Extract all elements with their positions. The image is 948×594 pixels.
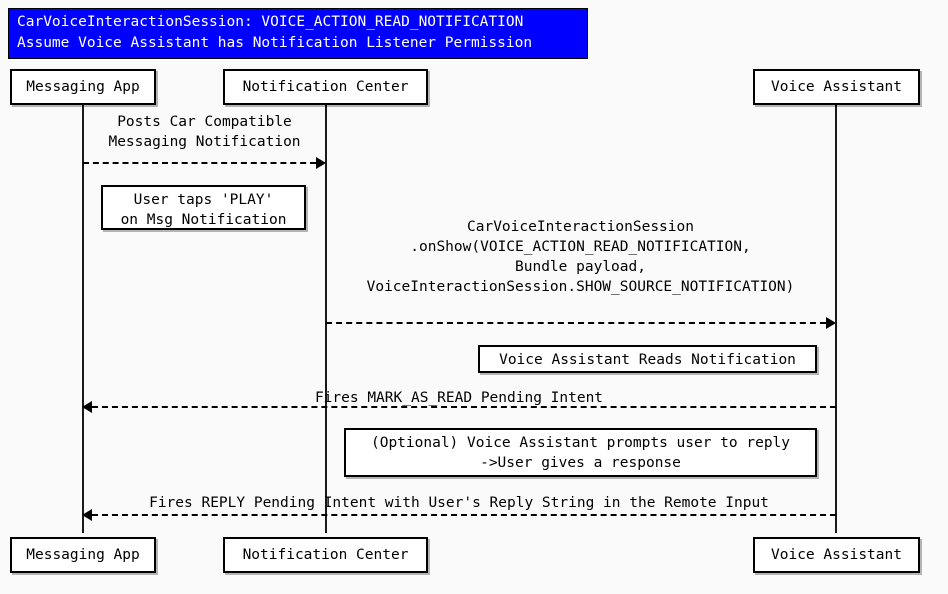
participant-notification-center-top[interactable]: Notification Center [223,69,428,105]
message-label-posts-notification: Posts Car Compatible Messaging Notificat… [108,114,301,150]
participant-messaging-app-top[interactable]: Messaging App [10,69,156,105]
message-label-reply-intent: Fires REPLY Pending Intent with User's R… [149,495,769,511]
message-arrow-posts-notification [83,162,316,164]
message-arrowhead-onshow [826,317,836,329]
diagram-title-banner: CarVoiceInteractionSession: VOICE_ACTION… [8,8,588,59]
note-user-taps-play: User taps 'PLAY' on Msg Notification [101,185,306,230]
participant-messaging-app-bottom[interactable]: Messaging App [10,537,156,573]
message-label-mark-as-read: Fires MARK_AS_READ Pending Intent [314,390,604,406]
participant-voice-assistant-bottom[interactable]: Voice Assistant [753,537,920,573]
note-optional-prompt-reply: (Optional) Voice Assistant prompts user … [344,428,817,477]
message-arrow-reply-intent [92,514,836,516]
lifeline-voice-assistant [835,104,837,533]
message-arrowhead-posts-notification [316,157,326,169]
message-arrowhead-mark-as-read [82,401,92,413]
participant-voice-assistant-top[interactable]: Voice Assistant [753,69,920,105]
message-arrow-mark-as-read [92,406,836,408]
note-voice-assistant-reads: Voice Assistant Reads Notification [478,345,817,373]
participant-notification-center-bottom[interactable]: Notification Center [223,537,428,573]
message-label-onshow: CarVoiceInteractionSession .onShow(VOICE… [366,219,795,295]
message-arrowhead-reply-intent [82,509,92,521]
lifeline-notification-center [325,104,327,533]
lifeline-messaging-app [82,104,84,533]
message-arrow-onshow [326,322,826,324]
